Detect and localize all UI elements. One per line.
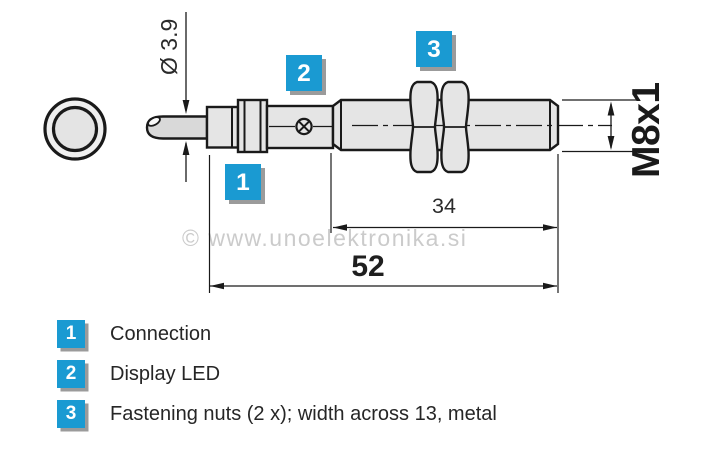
cable-tip-highlight xyxy=(147,116,161,127)
dimension-thread-length: 34 xyxy=(330,153,559,293)
callout-1-number: 1 xyxy=(236,169,250,196)
dim-52-label: 52 xyxy=(351,250,384,283)
dim-diameter-label: Ø 3.9 xyxy=(156,19,182,75)
dim-m8-arrow-down xyxy=(607,136,615,150)
housing-collar xyxy=(236,98,269,154)
dim-m8-arrow-up xyxy=(607,101,615,116)
callout-2-number: 2 xyxy=(297,60,311,87)
legend-label-display-led: Display LED xyxy=(110,362,221,385)
legend: 1 Connection 2 Display LED 3 Fastening n… xyxy=(57,320,497,428)
front-view-inner-circle xyxy=(51,105,99,153)
dim-m8-label: M8x1 xyxy=(625,82,668,178)
dim-52-arrow-left xyxy=(210,282,224,290)
dim-34-label: 34 xyxy=(432,194,456,218)
legend-row-fastening-nuts: 3 Fastening nuts (2 x); width across 13,… xyxy=(57,400,497,428)
led-cross-2 xyxy=(298,120,310,133)
sensor-diagram-svg: © www.unoelektronika.si xyxy=(43,12,668,293)
dimension-thread-size: M8x1 xyxy=(562,82,668,178)
watermark-text: © www.unoelektronika.si xyxy=(182,225,467,251)
legend-badge-2: 2 xyxy=(57,360,85,388)
dim-34-arrow-left xyxy=(333,224,347,231)
dimension-total-length: 52 xyxy=(208,155,557,293)
fastening-nuts xyxy=(409,80,470,174)
legend-badge-3: 3 xyxy=(57,400,85,428)
legend-badge-1: 1 xyxy=(57,320,85,348)
led-indicator-symbol xyxy=(295,117,313,136)
housing-rear-section xyxy=(205,105,240,149)
dim-diameter-arrow-down xyxy=(182,100,190,114)
callout-badge-3: 3 xyxy=(416,31,456,71)
callout-3-number: 3 xyxy=(427,36,441,63)
callout-3-box xyxy=(416,31,452,67)
dim-52-arrow-right xyxy=(543,282,557,290)
callout-badge-1: 1 xyxy=(225,164,265,204)
legend-row-connection: 1 Connection xyxy=(57,320,497,348)
legend-row-display-led: 2 Display LED xyxy=(57,360,497,388)
callout-1-box xyxy=(225,164,261,200)
sensor-housing xyxy=(205,98,612,154)
sensor-cable xyxy=(145,115,209,140)
dim-34-arrow-right xyxy=(543,224,557,231)
dimension-cable-diameter: Ø 3.9 xyxy=(156,12,190,182)
legend-label-fastening-nuts: Fastening nuts (2 x); width across 13, m… xyxy=(110,402,497,425)
dim-diameter-arrow-up xyxy=(182,141,190,155)
callout-badge-2: 2 xyxy=(286,55,326,95)
legend-label-connection: Connection xyxy=(110,322,212,345)
callout-2-box xyxy=(286,55,322,91)
sensor-front-view xyxy=(43,97,107,161)
